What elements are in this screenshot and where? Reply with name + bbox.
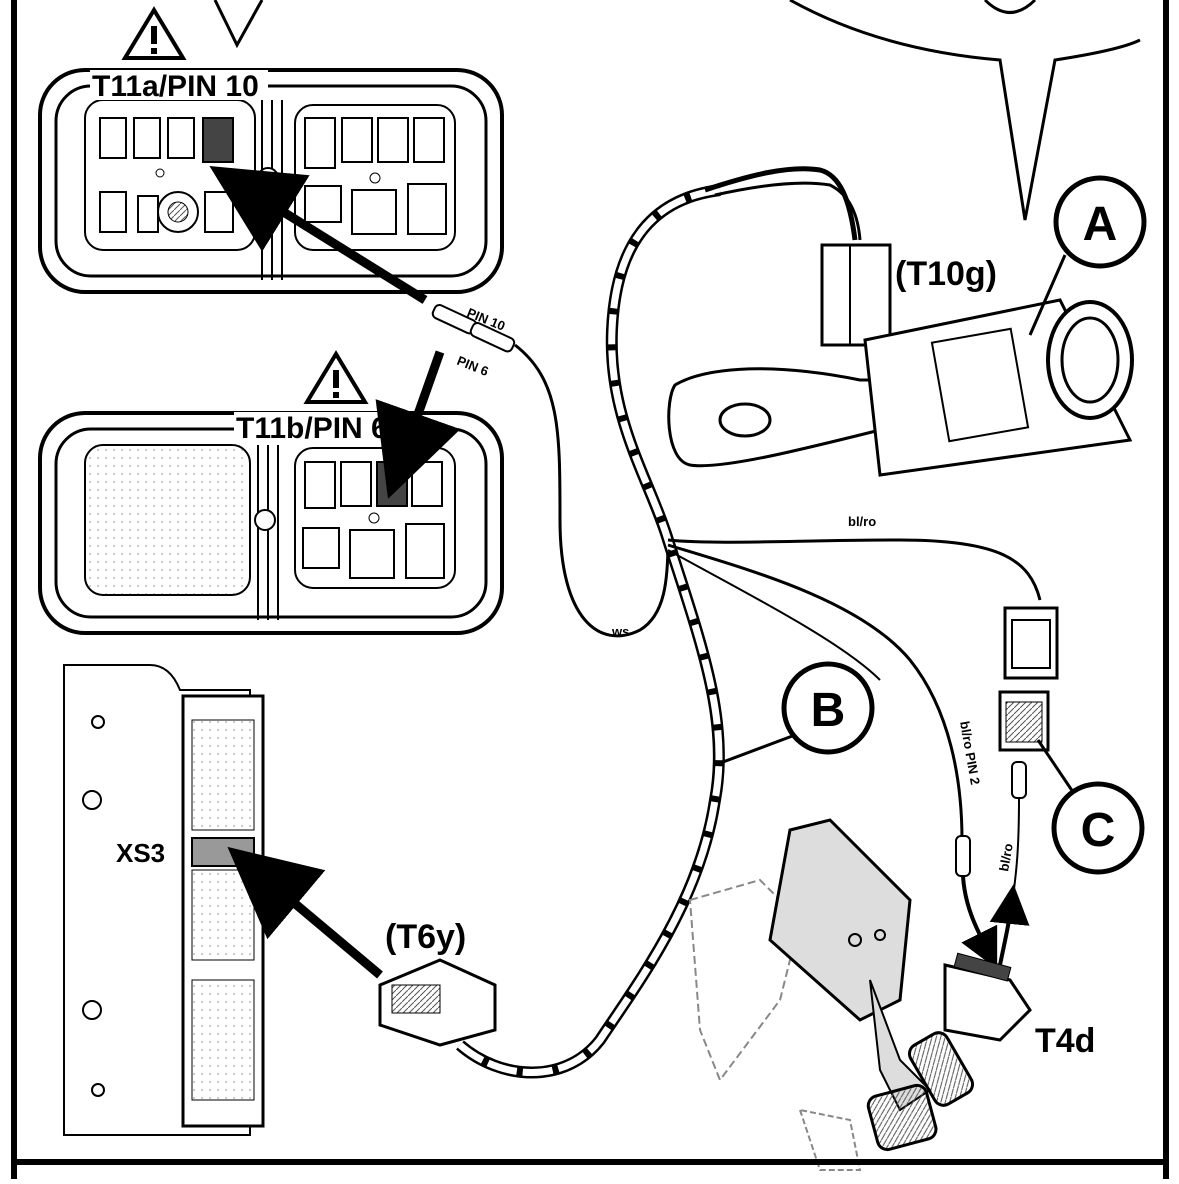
label-t11a: T11a/PIN 10 [92, 70, 259, 103]
switch-assembly-a [667, 243, 1134, 477]
wires-to-t10g [704, 166, 862, 241]
label-t11b: T11b/PIN 6 [236, 412, 388, 445]
label-pin6: PIN 6 [455, 353, 491, 379]
connector-c [998, 606, 1059, 752]
callout-b: B [714, 661, 875, 767]
wire-ws [514, 343, 670, 638]
label-t10g: (T10g) [895, 255, 997, 293]
callout-pointer-top-left [213, 0, 264, 49]
pin-plug-2 [955, 761, 1030, 970]
arrow-pin10 [209, 165, 428, 304]
relay-box-t11b: T11b/PIN 6 [38, 411, 504, 635]
arrow-pin6 [375, 350, 461, 499]
label-blro-top: bl/ro [848, 514, 876, 529]
callout-bubble-top-right [789, 0, 1141, 221]
callout-b-label: B [811, 684, 846, 737]
callout-a-label: A [1083, 198, 1118, 251]
highlighted-slot-xs3 [191, 837, 255, 867]
control-unit-xs3 [63, 664, 265, 1136]
label-ws: ws [611, 624, 629, 639]
callout-a: A [1028, 175, 1147, 336]
label-t4d: T4d [1035, 1022, 1095, 1060]
label-blro-side: bl/ro [996, 842, 1016, 872]
arrow-t6y-xs3 [227, 846, 383, 979]
highlighted-connector-t11a [202, 117, 234, 163]
callout-c-label: C [1081, 804, 1116, 857]
callout-c: C [1036, 739, 1145, 875]
relay-box-t11a: T11a/PIN 10 [38, 68, 504, 294]
warning-triangle-icon [121, 6, 187, 60]
wire-harness-b [456, 184, 725, 1079]
wire-blro-pin2 [667, 543, 964, 841]
highlighted-connector-t11b [376, 461, 408, 507]
wire-blro-top [667, 538, 1042, 601]
label-t6y: (T6y) [385, 918, 466, 956]
page-frame [11, 0, 1169, 1179]
pin-plug-10 [431, 304, 516, 353]
switch-t4d [943, 952, 1032, 1042]
pedal-assembly [688, 818, 975, 1171]
label-blro-pin2: bl/ro PIN 2 [957, 720, 983, 786]
label-xs3: XS3 [116, 838, 165, 868]
warning-triangle-icon [303, 350, 369, 404]
connector-t6y [378, 958, 497, 1047]
